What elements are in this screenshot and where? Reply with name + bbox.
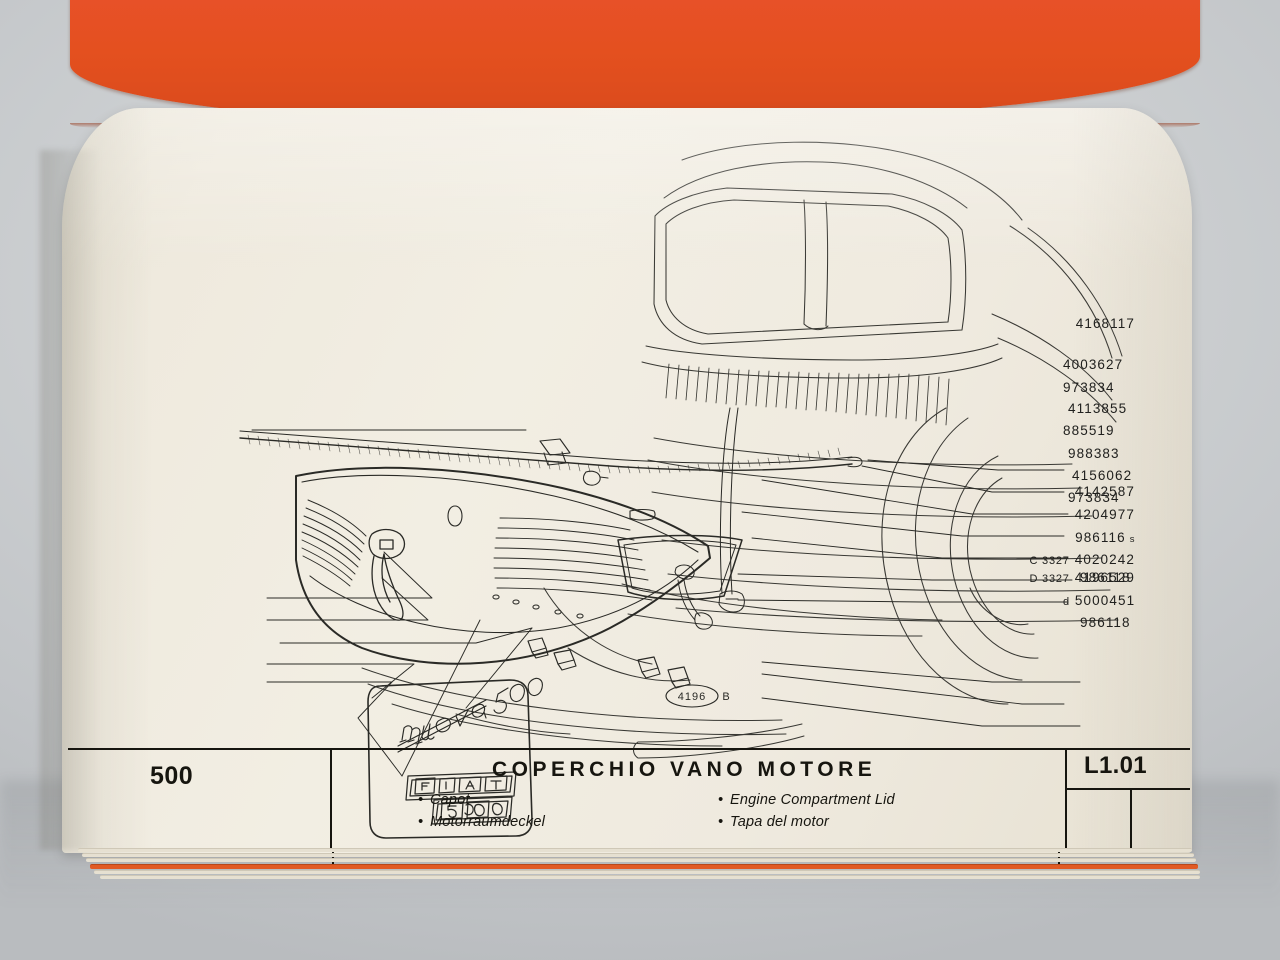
callout-label-4204977: 4204977 bbox=[1075, 507, 1135, 522]
page-stack bbox=[60, 848, 1200, 884]
page-gutter-shadow bbox=[40, 150, 100, 850]
callout-label-973834: 973834 bbox=[1063, 380, 1115, 395]
callout-part-number: 4204977 bbox=[1074, 507, 1135, 522]
callout-part-number: 973834 bbox=[1068, 490, 1120, 505]
callout-label-973834: 973834 bbox=[1068, 490, 1120, 505]
callout-prefix: d bbox=[1063, 596, 1070, 608]
callout-part-number: 4142587 bbox=[1074, 484, 1135, 499]
bullet-icon: • bbox=[418, 814, 424, 830]
bullet-icon: • bbox=[718, 792, 724, 808]
page-code: L1.01 bbox=[1084, 752, 1147, 779]
callout-label-4113855: 4113855 bbox=[1068, 401, 1127, 416]
subtitle-fr: •Capot bbox=[418, 792, 470, 808]
callout-part-number: 5000451 bbox=[1074, 593, 1136, 608]
callout-label-988383: 988383 bbox=[1068, 446, 1120, 461]
callout-part-number: 4168117 bbox=[1075, 316, 1135, 331]
drawing-sheet: 4196 B bbox=[62, 108, 1192, 853]
callout-prefix: D 3327 bbox=[1029, 573, 1070, 585]
callout-part-number: 885519 bbox=[1063, 423, 1115, 438]
callout-label-4156062: 4156062 bbox=[1072, 468, 1132, 483]
callout-label-885519: 885519 bbox=[1063, 423, 1115, 438]
callout-label-4168117: 4168117 bbox=[1076, 316, 1135, 331]
callout-label-5000451: d 5000451 bbox=[1063, 593, 1135, 608]
callout-part-number: 986118 bbox=[1080, 570, 1131, 585]
page-title: COPERCHIO VANO MOTORE bbox=[492, 758, 877, 781]
callout-label-986118: 986118 bbox=[1080, 615, 1131, 630]
callout-part-number: 4003627 bbox=[1063, 357, 1124, 372]
title-block-sub-rule bbox=[1065, 788, 1190, 790]
model-number: 500 bbox=[150, 762, 194, 790]
open-page bbox=[62, 108, 1192, 853]
callout-prefix: C 3327 bbox=[1029, 555, 1070, 567]
subtitle-en: •Engine Compartment Lid bbox=[718, 792, 895, 808]
title-block-divider-3 bbox=[1130, 788, 1132, 850]
callout-part-number: 986118 bbox=[1080, 615, 1131, 630]
callout-label-4003627: 4003627 bbox=[1063, 357, 1123, 372]
technical-illustration: 4196 B bbox=[239, 141, 1123, 839]
bullet-icon: • bbox=[418, 792, 424, 808]
callout-suffix: s bbox=[1129, 534, 1135, 545]
callout-label-4020242: C 3327 4020242 bbox=[1029, 552, 1135, 567]
subtitle-de: •Motorraumdeckel bbox=[418, 814, 546, 830]
callout-part-number: 4196529 bbox=[1074, 570, 1135, 585]
title-block: 500 COPERCHIO VANO MOTORE •Capot •Motorr… bbox=[62, 748, 1192, 852]
callout-part-number: 973834 bbox=[1063, 380, 1115, 395]
callout-part-number: 4020242 bbox=[1074, 552, 1135, 567]
callout-part-number: 988383 bbox=[1068, 446, 1120, 461]
orange-cover bbox=[70, 0, 1200, 128]
callout-part-number: 4156062 bbox=[1072, 468, 1133, 483]
callout-part-number: 986116 bbox=[1075, 530, 1126, 545]
bullet-icon: • bbox=[718, 814, 724, 830]
title-block-divider-1 bbox=[330, 750, 332, 850]
title-block-divider-2 bbox=[1065, 748, 1067, 850]
callout-label-4142587: 4142587 bbox=[1075, 484, 1135, 499]
callout-part-number: 4113855 bbox=[1068, 401, 1128, 416]
svg-text:B: B bbox=[722, 691, 729, 703]
svg-text:4196: 4196 bbox=[678, 691, 706, 703]
callout-label-986118: 986118 bbox=[1080, 570, 1131, 585]
callout-label-4196529: D 3327 4196529 bbox=[1029, 570, 1135, 585]
subtitle-es: •Tapa del motor bbox=[718, 814, 829, 830]
title-block-top-rule bbox=[68, 748, 1190, 750]
